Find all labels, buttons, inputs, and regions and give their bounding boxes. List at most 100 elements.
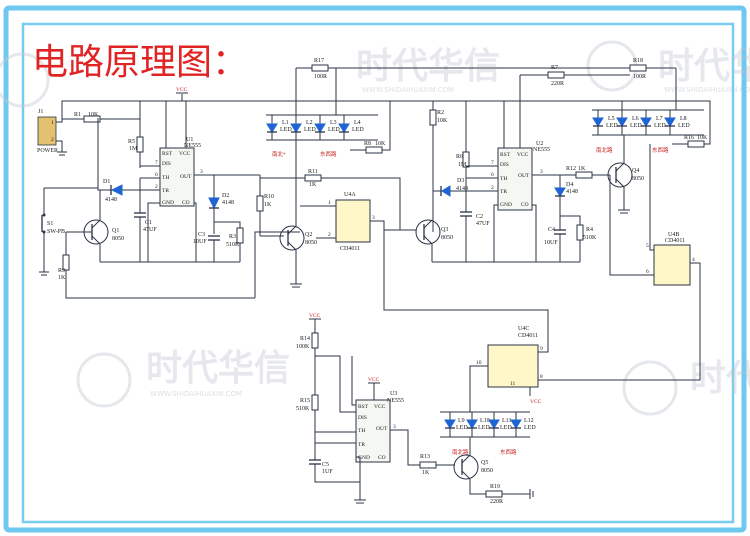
svg-text:NE555: NE555 <box>184 143 201 149</box>
svg-text:C2: C2 <box>476 214 483 220</box>
svg-text:WWW.SHIDAIHUAXIN.COM: WWW.SHIDAIHUAXIN.COM <box>664 86 750 94</box>
svg-text:TH: TH <box>358 428 365 434</box>
svg-text:U1: U1 <box>186 137 193 143</box>
svg-text:LED: LED <box>456 425 468 431</box>
svg-text:1M: 1M <box>129 146 138 152</box>
svg-text:R6: R6 <box>456 154 463 160</box>
svg-text:8050: 8050 <box>441 235 453 241</box>
svg-text:U4C: U4C <box>518 326 529 332</box>
svg-text:1M: 1M <box>458 162 467 168</box>
transistor-q2: Q2 8050 <box>279 150 317 288</box>
resistor-r11: R11 1K <box>260 169 416 231</box>
svg-text:L9: L9 <box>458 418 465 424</box>
resistor-r19: R19 220R <box>485 484 534 505</box>
resistor-r9: R9 1K <box>58 232 255 299</box>
svg-text:LED: LED <box>352 127 364 133</box>
svg-text:C5: C5 <box>322 462 329 468</box>
svg-text:CD4011: CD4011 <box>518 333 538 339</box>
svg-text:WWW.SHIDAIHUAXIN.COM: WWW.SHIDAIHUAXIN.COM <box>150 390 242 398</box>
svg-text:R17: R17 <box>314 58 324 64</box>
svg-text:LED: LED <box>500 425 512 431</box>
svg-text:S1: S1 <box>47 221 53 227</box>
resistor-r2: R2 10K <box>429 101 448 232</box>
svg-text:GND: GND <box>162 200 174 206</box>
led-array-l5-l8: L5 LED L6 LED L7 LED L8 LED 南北路 东西路 <box>592 68 704 154</box>
svg-text:VCC: VCC <box>179 151 191 157</box>
vcc-marker-1: VCC <box>176 87 188 94</box>
resistor-r12: R12 1K <box>566 166 610 179</box>
capacitor-c1: C1 47UF <box>134 178 157 262</box>
capacitor-c5: C5 1UF <box>309 459 360 483</box>
svg-text:时代华信: 时代华信 <box>146 348 290 389</box>
svg-text:8050: 8050 <box>632 176 644 182</box>
resistor-r17: R17 100R <box>311 58 329 80</box>
svg-text:3: 3 <box>372 215 375 221</box>
svg-text:Q1: Q1 <box>112 228 119 234</box>
svg-text:10K: 10K <box>697 135 708 141</box>
svg-text:4148: 4148 <box>456 186 468 192</box>
diode-d2: D2 4148 <box>208 175 234 234</box>
svg-text:DIS: DIS <box>358 415 367 421</box>
svg-text:南北路: 南北路 <box>452 448 469 456</box>
svg-text:2: 2 <box>491 185 494 191</box>
svg-text:WWW.SHIDAIHUAXIN.COM: WWW.SHIDAIHUAXIN.COM <box>362 86 454 94</box>
ic-u3-ne555: U3 NE555 RST VCC DIS TH TR GND CO OUT 3 <box>351 356 420 504</box>
svg-text:CD4011: CD4011 <box>340 246 360 252</box>
page-title: 电路原理图： <box>32 42 248 83</box>
net-r9-return <box>254 231 300 298</box>
svg-text:7: 7 <box>155 160 158 166</box>
svg-text:10K: 10K <box>375 141 386 147</box>
svg-text:SW-PB: SW-PB <box>47 229 65 235</box>
svg-text:2: 2 <box>328 232 331 238</box>
svg-text:R7: R7 <box>551 65 558 71</box>
svg-text:4: 4 <box>692 257 695 263</box>
svg-text:8050: 8050 <box>112 236 124 242</box>
svg-text:时代华信: 时代华信 <box>356 46 500 87</box>
svg-text:R4: R4 <box>586 227 593 233</box>
power-connector-j1: 1 2 J1 POWER <box>37 109 67 156</box>
gate-u4c: U4C CD4011 VCC 9 10 8 11 <box>469 326 600 405</box>
svg-text:RST: RST <box>358 404 369 410</box>
svg-text:东西路: 东西路 <box>500 448 517 456</box>
gate-u4b: U4B CD4011 5 6 4 <box>600 144 701 381</box>
svg-text:OUT: OUT <box>180 174 192 180</box>
svg-text:R2: R2 <box>437 110 444 116</box>
svg-text:CD4011: CD4011 <box>665 238 685 244</box>
diode-d3: D3 4148 <box>433 178 498 197</box>
svg-text:LED: LED <box>280 127 292 133</box>
svg-text:LED: LED <box>328 127 340 133</box>
svg-text:8050: 8050 <box>481 468 493 474</box>
resistor-r3: R3 510K <box>214 221 244 262</box>
svg-text:U4B: U4B <box>668 232 679 238</box>
resistor-r4: R4 510K <box>560 215 597 262</box>
svg-text:L10: L10 <box>480 418 490 424</box>
svg-text:U2: U2 <box>536 141 543 147</box>
svg-text:Q3: Q3 <box>441 227 448 233</box>
svg-text:1: 1 <box>328 200 331 206</box>
svg-text:TH: TH <box>500 176 507 182</box>
svg-text:东西路: 东西路 <box>652 146 669 154</box>
resistor-r14: R14 100K <box>296 332 356 413</box>
svg-text:VCC: VCC <box>517 152 529 158</box>
svg-text:RST: RST <box>500 152 511 158</box>
svg-text:47UF: 47UF <box>143 227 157 233</box>
capacitor-c3: C3 10UF <box>193 232 220 262</box>
svg-text:VCC: VCC <box>368 377 380 383</box>
svg-text:L1: L1 <box>282 120 289 126</box>
svg-text:510K: 510K <box>583 235 597 241</box>
svg-text:4148: 4148 <box>566 189 578 195</box>
svg-text:U4A: U4A <box>344 192 356 198</box>
inner-frame <box>21 22 735 524</box>
transistor-q5: Q5 8050 <box>453 440 493 495</box>
svg-text:D4: D4 <box>566 182 573 188</box>
resistor-r13: R13 1K <box>419 454 455 476</box>
svg-text:R8: R8 <box>364 141 371 147</box>
svg-text:R19: R19 <box>490 484 500 490</box>
resistor-r6: R6 1M <box>456 101 470 212</box>
svg-text:R1: R1 <box>74 112 81 118</box>
svg-text:100R: 100R <box>314 74 327 80</box>
gate-u4a: U4A CD4011 1 2 3 <box>300 192 400 252</box>
svg-text:VCC: VCC <box>530 399 542 405</box>
svg-text:南北路: 南北路 <box>596 146 613 154</box>
svg-text:3: 3 <box>393 424 396 430</box>
